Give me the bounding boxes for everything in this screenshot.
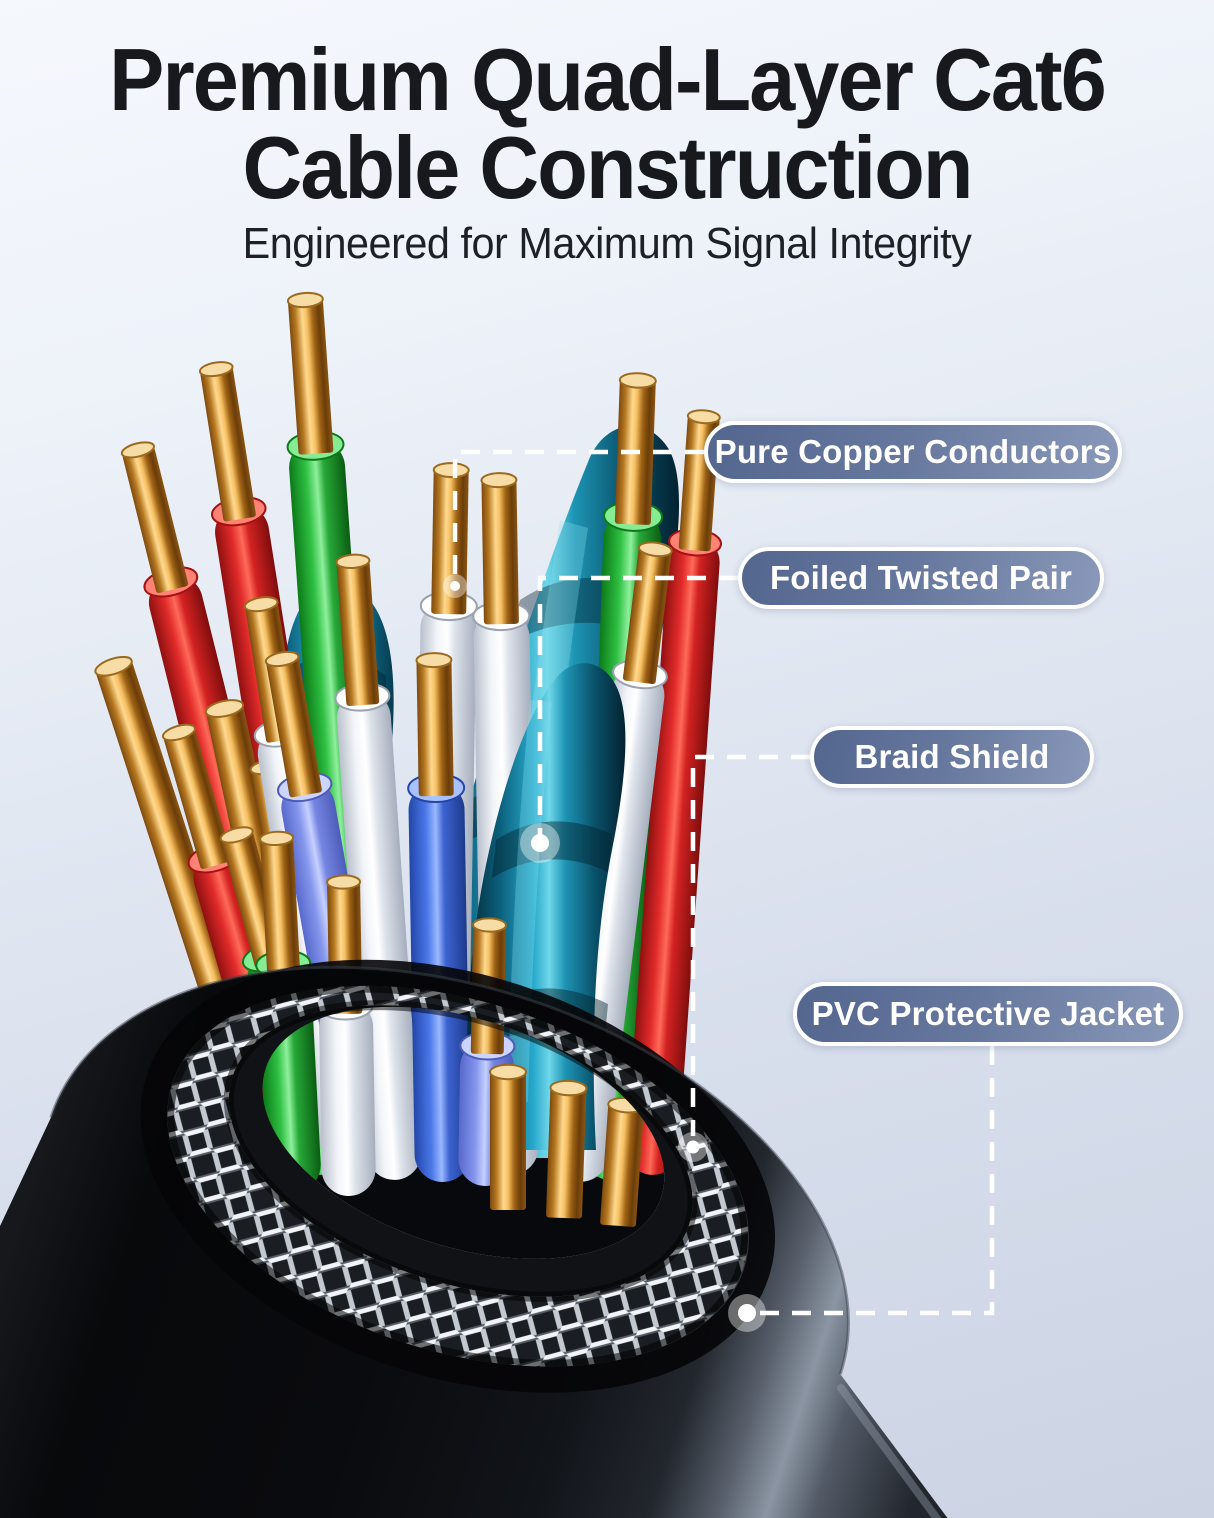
- wires-bottom: [458, 917, 646, 1227]
- wire-copper-stub: [546, 1079, 588, 1219]
- connector-line-pure-copper-conductors: [452, 449, 704, 578]
- connector-dot: [738, 1304, 756, 1322]
- callout-pvc-protective-jacket: PVC Protective Jacket: [793, 982, 1183, 1046]
- connector-dot: [450, 581, 460, 591]
- inner-liner: [228, 1005, 693, 1297]
- page-subtitle: Engineered for Maximum Signal Integrity: [242, 219, 972, 268]
- jacket-rim: [140, 959, 775, 1393]
- wire-copper-stub: [489, 1063, 527, 1210]
- callout-label: Pure Copper Conductors: [714, 433, 1112, 470]
- pvc-jacket: [0, 967, 1052, 1518]
- connector-dot: [686, 1140, 700, 1154]
- callout-braid-shield: Braid Shield: [810, 726, 1094, 788]
- jacket-highlight: [837, 1384, 1042, 1518]
- connector-line-braid-shield: [690, 754, 810, 1136]
- title-line-2: Cable Construction: [242, 118, 973, 217]
- callout-label: Braid Shield: [854, 738, 1050, 775]
- callout-foiled-twisted-pair: Foiled Twisted Pair: [738, 547, 1104, 609]
- connector-line-pvc-protective-jacket: [750, 1046, 995, 1316]
- jacket-top-edge: [49, 965, 850, 1375]
- wire-white: [334, 553, 422, 1180]
- braid-shield-mesh: [167, 985, 749, 1367]
- title-line-1: Premium Quad-Layer Cat6: [109, 30, 1107, 129]
- connector-dot: [531, 834, 549, 852]
- callout-label: Foiled Twisted Pair: [769, 559, 1073, 596]
- callout-label: PVC Protective Jacket: [811, 995, 1165, 1032]
- callout-pure-copper-conductors: Pure Copper Conductors: [704, 421, 1122, 483]
- connector-line-foiled-twisted-pair: [537, 575, 738, 836]
- braid-inner-shadow: [223, 1000, 698, 1302]
